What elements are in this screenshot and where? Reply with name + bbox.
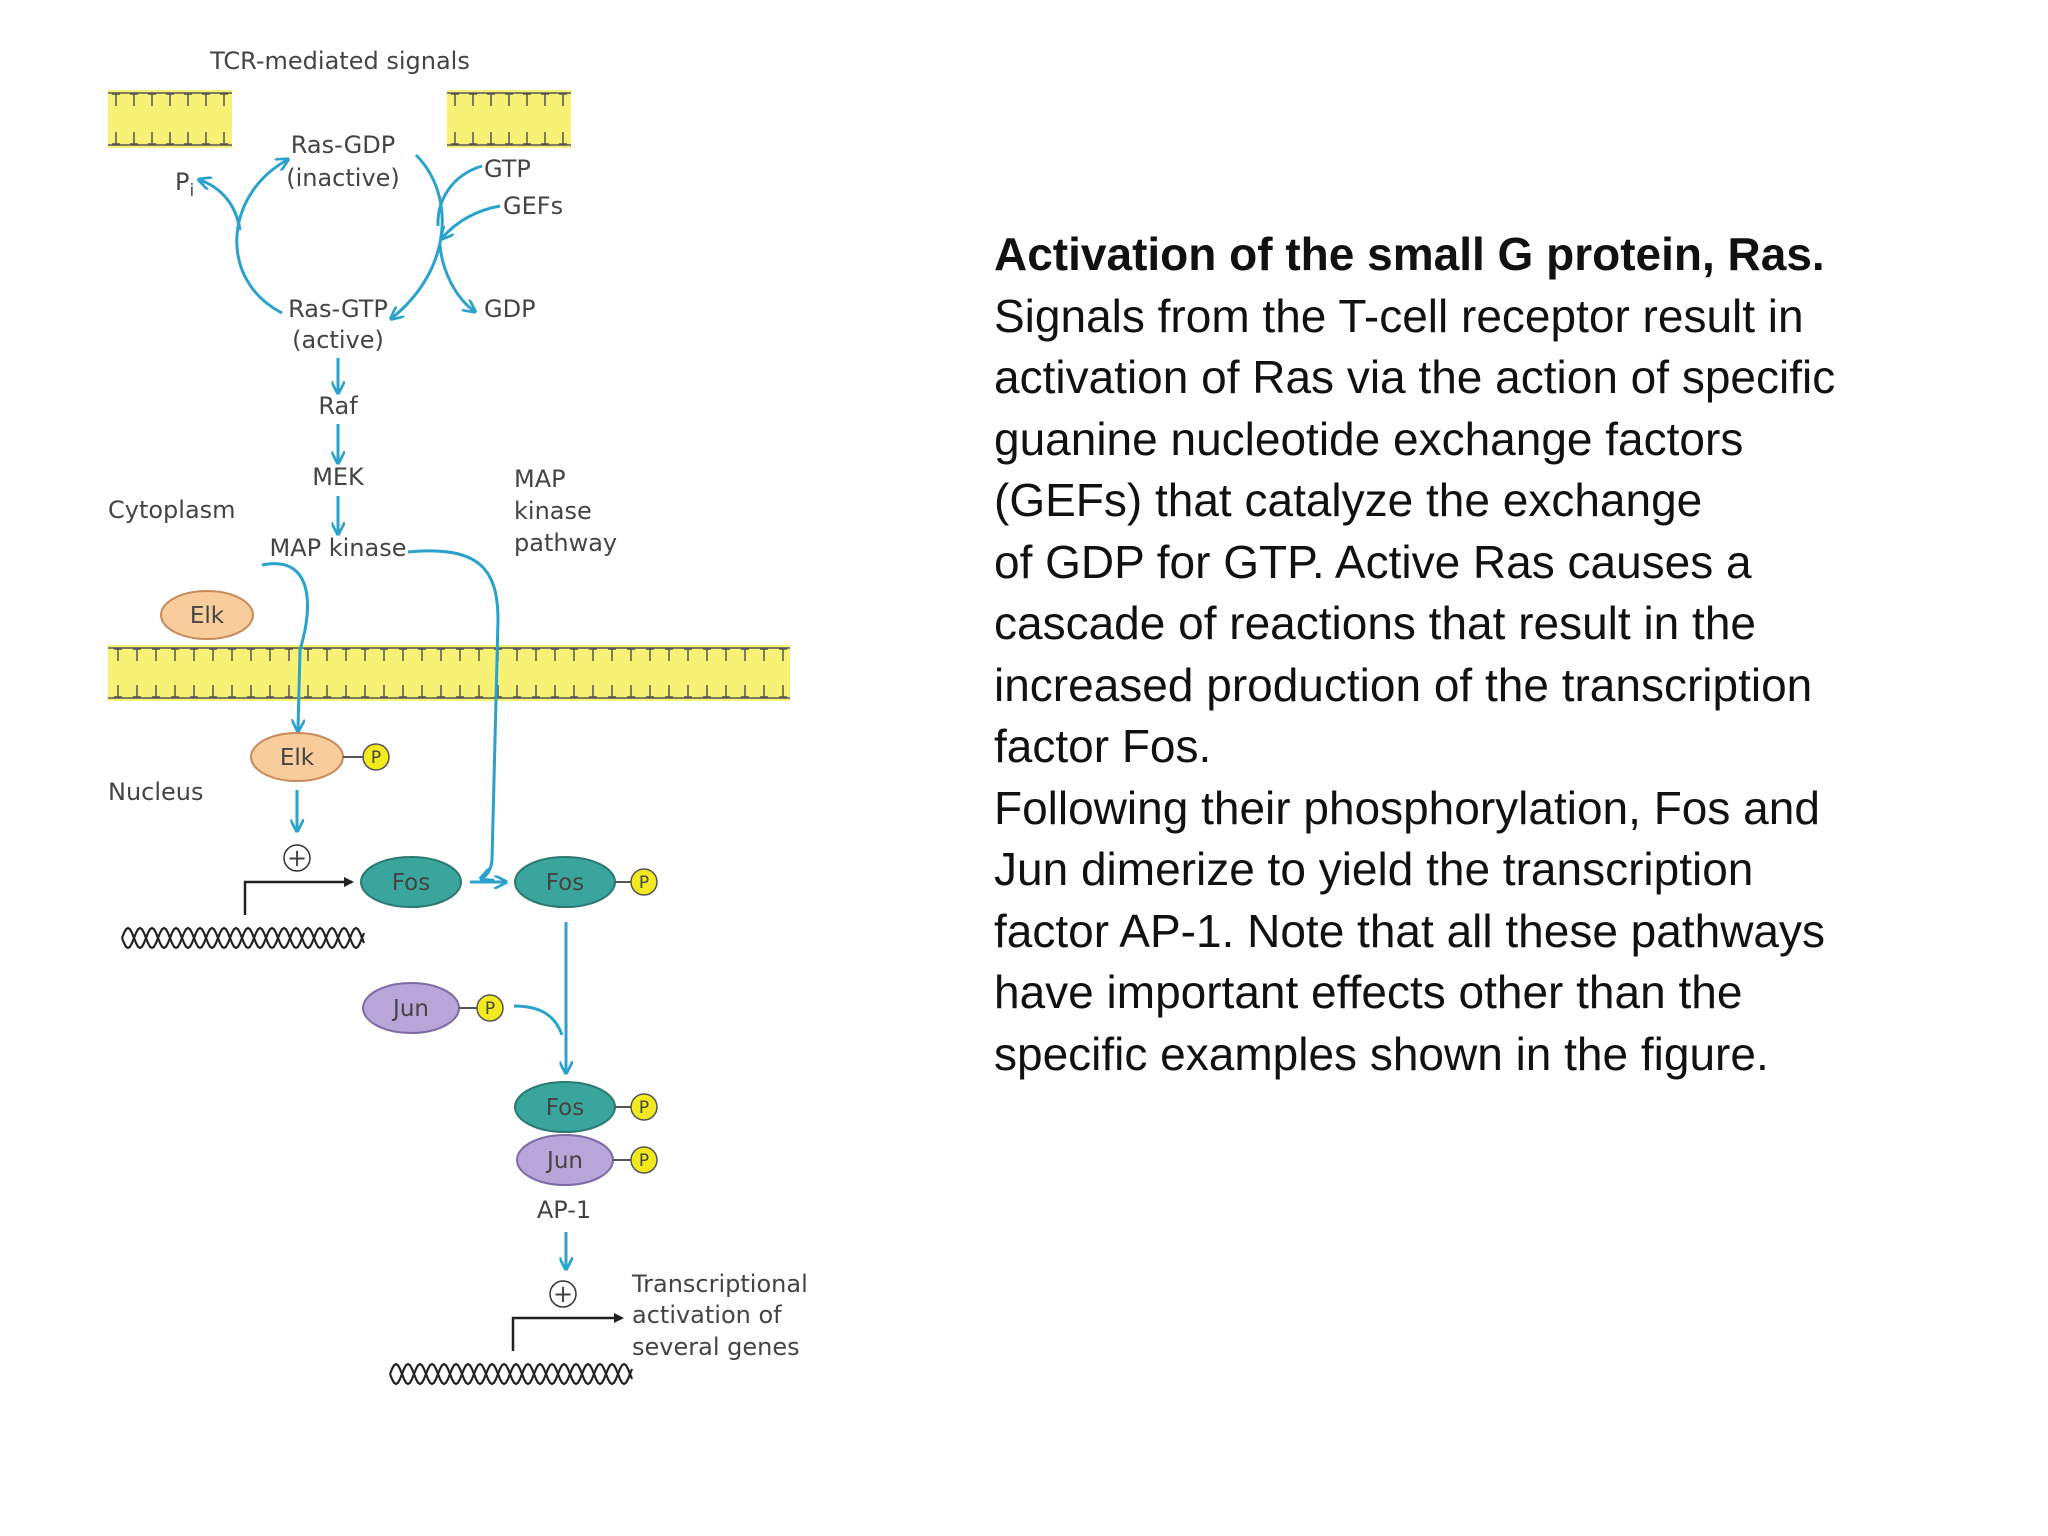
arrow-map-kinase-to-elk <box>261 562 309 730</box>
ras-gtp-label: Ras-GTP <box>288 295 388 323</box>
ap1-fos-label: Fos <box>546 1095 584 1121</box>
plus-sign-elk-label: + <box>287 844 307 872</box>
elk-cytoplasm <box>160 590 254 640</box>
arrow-map-kinase-to-fos <box>407 549 500 878</box>
jun-label: Jun <box>391 996 429 1022</box>
gtp-label: GTP <box>484 155 531 183</box>
caption-line: (GEFs) that catalyze the exchange <box>994 474 1703 526</box>
phosphate-ap1-fos <box>630 1093 658 1121</box>
phosphate-ap1-fos-label: P <box>639 1098 649 1118</box>
plus-sign-ap1 <box>549 1280 577 1308</box>
nuclear-membrane <box>108 645 790 701</box>
plus-sign-ap1-label: + <box>553 1280 573 1308</box>
elk-cytoplasm-label: Elk <box>190 603 225 629</box>
caption-text: Activation of the small G protein, Ras. … <box>994 224 1994 1085</box>
dna-target-genes <box>388 1362 634 1386</box>
outcome-line3: several genes <box>632 1333 800 1361</box>
arrow-gtp-in <box>436 164 483 227</box>
ras-inactive-label: (inactive) <box>286 164 400 192</box>
nuclear-membrane-lipids <box>108 647 790 699</box>
ras-gdp-label: Ras-GDP <box>291 131 395 159</box>
ras-active-label: (active) <box>292 326 384 354</box>
map-kinase-label: MAP kinase <box>270 534 407 562</box>
phosphate-jun <box>476 994 504 1022</box>
pi-subscript: i <box>189 181 194 201</box>
caption-line: guanine nucleotide exchange factors <box>994 412 1744 465</box>
arrow-pi-release <box>200 180 242 231</box>
arrow-gdp-out <box>438 244 474 311</box>
transcription-arrow-target-genes <box>511 1313 624 1351</box>
phosphate-ap1-jun-label: P <box>639 1151 649 1171</box>
caption-line: Following their phosphorylation, Fos and <box>994 781 1820 834</box>
fos-label: Fos <box>392 870 430 896</box>
caption-line: factor AP-1. Note that all these pathway… <box>994 904 1826 957</box>
caption-line: activation of Ras via the action of spec… <box>994 351 1836 403</box>
pi-letter: P <box>175 168 189 196</box>
arrow-gefs <box>442 204 501 238</box>
dna-strand <box>388 1362 634 1386</box>
dna-fos-gene <box>120 926 366 950</box>
dna-strand <box>120 926 366 950</box>
ap1-label: AP-1 <box>537 1196 591 1224</box>
transcription-arrow-fos-gene <box>243 877 354 915</box>
ras-pathway-diagram: TCR-mediated signals Ras-GDP (inactive) … <box>108 47 808 1386</box>
gdp-label: GDP <box>484 295 536 323</box>
phosphate-jun-label: P <box>485 999 495 1019</box>
nucleus-label: Nucleus <box>108 778 204 806</box>
caption-line: of GDP for GTP. Active Ras causes a <box>994 535 1752 588</box>
phosphate-pi-label: Pi <box>175 168 194 201</box>
arrow-ras-gtp-to-gdp-form <box>235 160 287 315</box>
ap1-jun-label: Jun <box>545 1148 583 1174</box>
gefs-label: GEFs <box>503 192 563 220</box>
caption-line: specific examples shown in the figure. <box>994 1027 1769 1080</box>
phosphate-elk-label: P <box>371 748 381 768</box>
caption-line: cascade of reactions that result in the <box>994 597 1756 649</box>
fos-protein <box>360 856 462 908</box>
pathway-label-line2: kinase <box>514 497 592 525</box>
caption-line: increased production of the transcriptio… <box>994 658 1813 711</box>
outcome-line1: Transcriptional <box>631 1270 808 1298</box>
caption-line: Jun dimerize to yield the transcription <box>994 843 1754 895</box>
arrow-jun-joins <box>513 1004 564 1036</box>
elk-nucleus-label: Elk <box>280 745 315 771</box>
cytoplasm-label: Cytoplasm <box>108 496 236 524</box>
phosphate-elk <box>362 743 390 771</box>
tcr-signals-label: TCR-mediated signals <box>209 47 470 75</box>
mek-label: MEK <box>312 463 365 491</box>
outcome-line2: activation of <box>632 1301 782 1329</box>
pathway-label-line1: MAP <box>514 465 566 493</box>
raf-label: Raf <box>318 392 358 420</box>
phosphate-ap1-jun <box>630 1146 658 1174</box>
caption-title: Activation of the small G protein, Ras. <box>994 228 1825 280</box>
plus-sign-elk <box>283 844 311 872</box>
membrane-lipids-top <box>108 92 571 146</box>
phosphate-fos-label: P <box>639 873 649 893</box>
caption-line: Signals from the T-cell receptor result … <box>994 289 1804 342</box>
dna-strand <box>388 1362 634 1386</box>
pathway-label-line3: pathway <box>514 529 617 557</box>
caption-line: factor Fos. <box>994 720 1212 772</box>
phosphate-fos <box>630 868 658 896</box>
dna-strand <box>120 926 366 950</box>
caption-line: have important effects other than the <box>994 966 1743 1018</box>
fos-p-label: Fos <box>546 870 584 896</box>
